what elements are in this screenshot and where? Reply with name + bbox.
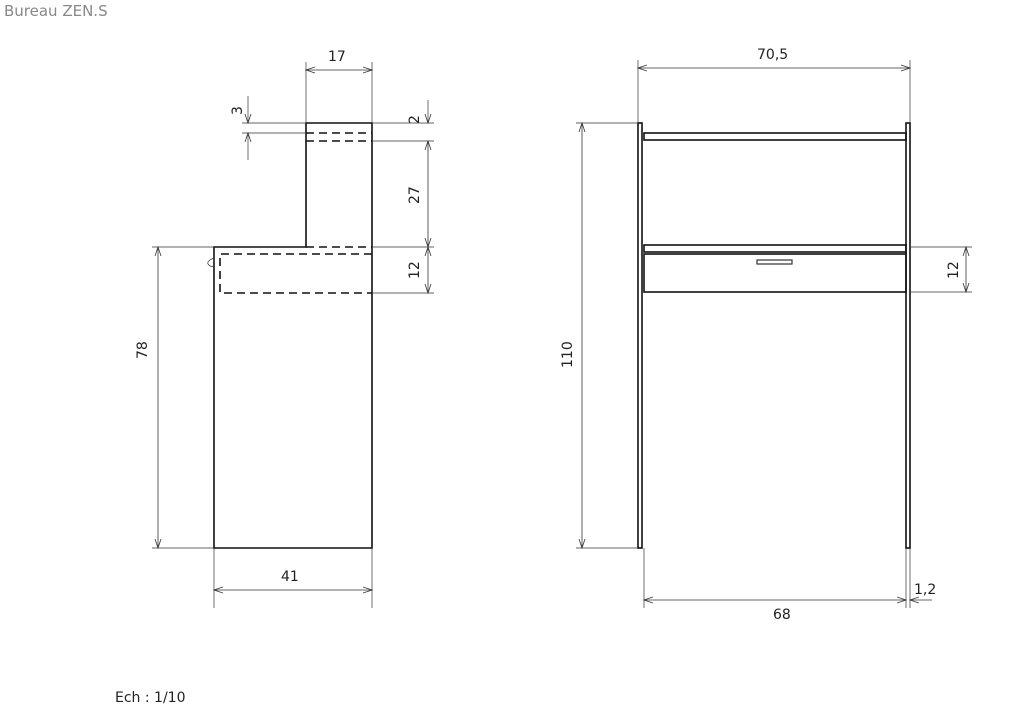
dim-78-label: 78 bbox=[135, 341, 151, 359]
dim-12-front-label: 12 bbox=[946, 261, 962, 279]
dim-68-label: 68 bbox=[773, 607, 791, 623]
dim-110-label: 110 bbox=[560, 341, 576, 368]
desk-top bbox=[643, 244, 907, 253]
drawing-title: Bureau ZEN.S bbox=[4, 2, 108, 20]
side-view: 17 3 2 27 12 78 41 bbox=[135, 49, 434, 608]
dim-27-label: 27 bbox=[407, 186, 423, 204]
top-shelf bbox=[643, 132, 907, 141]
dim-41-label: 41 bbox=[281, 569, 299, 585]
front-view: 70,5 110 12 68 1,2 bbox=[560, 47, 972, 623]
dim-3-label: 3 bbox=[230, 106, 246, 115]
drawer-front bbox=[643, 253, 907, 293]
left-panel bbox=[637, 122, 643, 549]
hidden-drawer bbox=[219, 253, 372, 294]
dim-70-5-label: 70,5 bbox=[757, 47, 788, 63]
dim-1-2-label: 1,2 bbox=[914, 582, 936, 598]
dim-12-side-label: 12 bbox=[407, 261, 423, 279]
drawer-handle bbox=[207, 257, 215, 267]
side-outline bbox=[213, 122, 373, 549]
right-panel bbox=[905, 122, 911, 549]
dim-2-label: 2 bbox=[407, 115, 423, 124]
scale-label: Ech : 1/10 bbox=[115, 690, 185, 706]
dim-17-label: 17 bbox=[328, 49, 346, 65]
drawer-handle bbox=[756, 259, 793, 265]
